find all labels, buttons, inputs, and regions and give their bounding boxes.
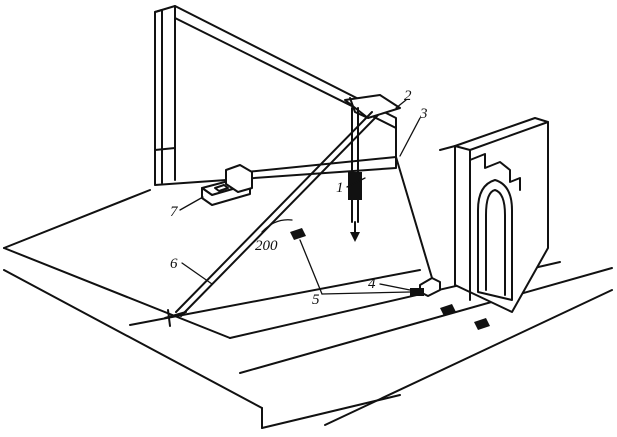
rod-foot-tick bbox=[167, 309, 171, 327]
leader-4 bbox=[379, 283, 411, 291]
right-wall bbox=[439, 117, 549, 313]
plumb-rod-1 bbox=[348, 107, 362, 242]
leader-3 bbox=[399, 117, 421, 157]
rod-lower-line bbox=[180, 114, 379, 317]
block-4 bbox=[410, 277, 441, 297]
block-7-hole bbox=[214, 184, 229, 192]
plumb-weight bbox=[348, 172, 362, 200]
label-7: 7 bbox=[170, 204, 179, 220]
leader-7 bbox=[179, 196, 204, 211]
label-3: 3 bbox=[419, 106, 428, 122]
rod-upper-line bbox=[175, 111, 373, 313]
label-5: 5 bbox=[312, 292, 320, 308]
door-opening-inner bbox=[485, 189, 506, 296]
label-1: 1 bbox=[336, 180, 344, 196]
label-2: 2 bbox=[404, 88, 412, 104]
right-wall-cap bbox=[469, 153, 521, 191]
leader-6 bbox=[181, 262, 213, 285]
labels: 1 2 3 4 5 6 7 200 bbox=[170, 88, 428, 308]
floor bbox=[3, 189, 613, 429]
block-7 bbox=[201, 164, 253, 206]
back-panel-face bbox=[154, 5, 397, 186]
right-wall-top-edge bbox=[469, 121, 549, 151]
label-200: 200 bbox=[255, 238, 278, 254]
setting-line bbox=[129, 269, 421, 326]
block-7-post bbox=[225, 164, 253, 193]
leader-1 bbox=[346, 177, 366, 188]
leader-lines bbox=[179, 99, 421, 295]
back-panel bbox=[154, 5, 397, 186]
bracket-top bbox=[344, 94, 401, 119]
right-wall-face bbox=[454, 117, 549, 313]
benchmarks-5 bbox=[290, 228, 490, 330]
floor-lower-left-edge bbox=[3, 269, 263, 409]
bracket-2 bbox=[344, 94, 401, 119]
floor-outer-edge bbox=[324, 289, 613, 426]
leader-2 bbox=[395, 99, 407, 109]
leveling-rod-6 bbox=[164, 111, 379, 327]
benchmark-a bbox=[290, 228, 306, 240]
floor-back-left-edge bbox=[3, 189, 151, 249]
label-6: 6 bbox=[170, 256, 178, 272]
plumb-arrow bbox=[350, 232, 360, 242]
string-to-bracket-left bbox=[245, 156, 397, 173]
benchmark-c bbox=[474, 318, 490, 330]
back-panel-thickness bbox=[154, 9, 163, 184]
string-to-bracket-right bbox=[395, 156, 433, 279]
right-wall-joint bbox=[439, 145, 456, 151]
floor-near-edge bbox=[239, 267, 613, 374]
bracket-side bbox=[349, 97, 369, 119]
label-4: 4 bbox=[368, 276, 376, 292]
leader-5b bbox=[321, 291, 411, 295]
string-line-3 bbox=[245, 156, 433, 279]
door-opening bbox=[477, 179, 513, 301]
block-4-marker bbox=[410, 288, 424, 296]
leader-5a bbox=[299, 239, 323, 295]
benchmark-b bbox=[440, 304, 456, 316]
floor-front-left-edge bbox=[3, 247, 231, 339]
leader-200 bbox=[261, 219, 293, 233]
back-panel-bottom-strip bbox=[154, 147, 176, 151]
